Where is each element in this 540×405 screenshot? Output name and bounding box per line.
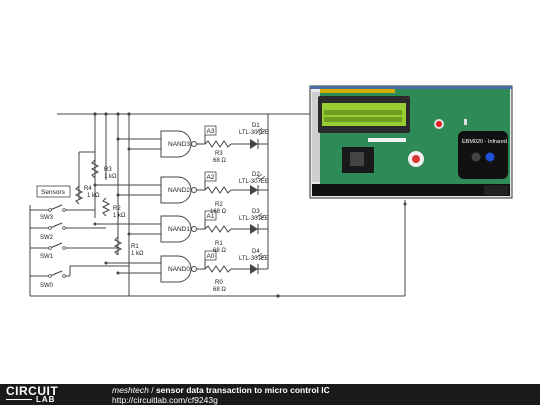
sw2-label: SW2: [40, 235, 54, 241]
resistor-r4-pull: [74, 185, 84, 205]
r1-pull-label: R1: [131, 244, 139, 250]
r3-led-label: R3: [215, 151, 223, 157]
d1-part: LTL-307EE: [239, 130, 269, 136]
r2-pull-label: R2: [113, 206, 121, 212]
r3-pull-value: 1 kΩ: [104, 174, 117, 180]
logo-text-circuit: CIRCUIT: [6, 384, 59, 398]
r1-led-value: 68 Ω: [213, 248, 226, 254]
d2-label: D2: [252, 172, 260, 178]
d3-label: D3: [252, 209, 260, 215]
output-row-1: [197, 190, 269, 234]
d2-part: LTL-307EE: [239, 179, 269, 185]
r3-pull-label: R3: [104, 167, 112, 173]
r3-led-value: 68 Ω: [213, 158, 226, 164]
d1-label: D1: [252, 123, 260, 129]
r1-pull-value: 1 kΩ: [131, 251, 144, 257]
nand3-label: NAND3: [168, 141, 190, 148]
nand-gate-2: [160, 176, 197, 204]
ir-module: [458, 131, 508, 179]
output-row-2: [197, 144, 269, 195]
svg-text:A3: A3: [207, 128, 215, 135]
switch-sw1: [30, 242, 118, 250]
d4-label: D4: [252, 249, 260, 255]
switch-sw0: [30, 265, 129, 278]
logo-text-lab: LAB: [36, 395, 56, 404]
sw1-label: SW1: [40, 254, 54, 260]
logo-trace: [6, 399, 32, 400]
title-separator: /: [148, 385, 156, 395]
switch-sw2: [30, 222, 106, 230]
footer-text: meshtech / sensor data transaction to mi…: [112, 385, 330, 405]
r1-led-label: R1: [215, 241, 223, 247]
ir-module-label: EBM020 - Infrared: [462, 139, 507, 145]
svg-text:A1: A1: [207, 213, 215, 220]
circuitlab-logo[interactable]: CIRCUIT LAB: [6, 385, 96, 404]
nand-gate-3: [160, 130, 197, 158]
resistor-r1-pull: [113, 236, 123, 256]
output-a3: A3: [204, 125, 217, 144]
embedded-board-screenshot: EBM020 - Infrared: [309, 85, 513, 199]
r0-led-value: 68 Ω: [213, 287, 226, 293]
r2-led-label: R2: [215, 202, 223, 208]
d4-part: LTL-307EE: [239, 256, 269, 262]
red-button: [436, 121, 442, 127]
output-row-3: [197, 114, 269, 149]
output-a1: A1: [204, 210, 217, 229]
nand2-label: NAND2: [168, 187, 190, 194]
nand1-label: NAND1: [168, 226, 190, 233]
svg-text:A0: A0: [207, 253, 215, 260]
d3-part: LTL-307EE: [239, 216, 269, 222]
nand0-label: NAND0: [168, 266, 190, 273]
footer-bar: CIRCUIT LAB meshtech / sensor data trans…: [0, 384, 540, 405]
circuit-url[interactable]: http://circuitlab.com/cf9243g: [112, 395, 218, 405]
circuit-title: sensor data transaction to micro control…: [155, 385, 330, 395]
resistor-r3-pull: [90, 159, 100, 179]
r2-pull-value: 1 kΩ: [113, 213, 126, 219]
nand-gate-0: [160, 255, 197, 283]
r4-pull-value: 1 kΩ: [87, 193, 100, 199]
svg-text:A2: A2: [207, 174, 215, 181]
resistor-r2-pull: [101, 197, 111, 217]
nand-gate-1: [160, 215, 197, 243]
r2-led-value: 168 Ω: [210, 209, 227, 215]
output-a2: A2: [204, 171, 217, 190]
output-row-0: [197, 229, 269, 274]
output-a0: A0: [204, 250, 217, 269]
author-link[interactable]: meshtech: [112, 385, 149, 395]
r4-pull-label: R4: [84, 186, 92, 192]
schematic-canvas: R3 1 kΩ R4 1 kΩ R2 1 kΩ R1 1 kΩ Sensors: [29, 85, 513, 298]
sw0-label: SW0: [40, 283, 54, 289]
switch-sw3: [30, 204, 95, 212]
status-bar: [312, 184, 510, 196]
sw3-label: SW3: [40, 215, 54, 221]
r0-led-label: R0: [215, 280, 223, 286]
sensors-label: Sensors: [41, 189, 66, 196]
sensors-box: [36, 185, 71, 198]
schematic-svg: R3 1 kΩ R4 1 kΩ R2 1 kΩ R1 1 kΩ Sensors: [29, 85, 513, 298]
